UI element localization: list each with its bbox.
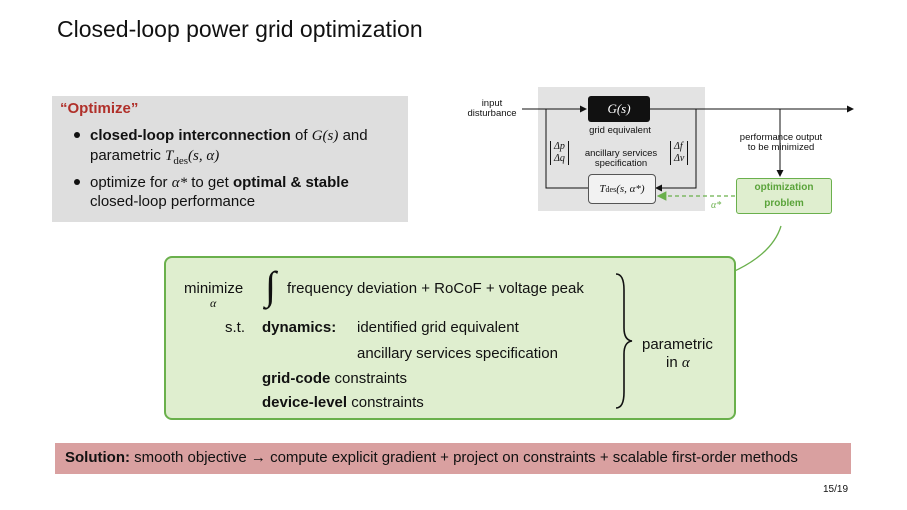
parametric-label: parametric: [642, 336, 713, 353]
bullet-2-pre: optimize for: [90, 174, 168, 191]
minimize-label: minimize: [184, 280, 244, 297]
bullet-2-line-2: closed-loop performance: [90, 193, 256, 210]
bullet-1-of: of: [295, 127, 308, 144]
feedback-right-wire: [655, 109, 697, 192]
bullet-1-math-g: G(s): [311, 128, 339, 144]
bullet-icon: [74, 179, 80, 185]
feedback-left-wire: [545, 109, 588, 189]
solution-bar: [55, 443, 851, 474]
objective-text: frequency deviation + RoCoF + voltage pe…: [287, 280, 584, 297]
bullet-1-line-1: closed-loop interconnection of G(s) and: [90, 126, 368, 146]
g-block: G(s): [588, 96, 650, 122]
input-disturbance-label: input disturbance: [467, 98, 517, 119]
optimize-block-title: “Optimize”: [60, 100, 139, 117]
bullet-icon: [74, 132, 80, 138]
dynamics-item-2: ancillary services specification: [357, 345, 558, 362]
bullet-2-math-alpha: α*: [171, 175, 188, 191]
bullet-2-bold: optimal & stable: [232, 174, 349, 191]
page-title: Closed-loop power grid optimization: [57, 16, 423, 42]
bullet-1-bold: closed-loop interconnection: [90, 127, 291, 144]
subject-to-label: s.t.: [225, 319, 246, 336]
dynamics-item-1: identified grid equivalent: [357, 319, 519, 336]
alpha-star-label: α*: [711, 200, 722, 211]
solution-text: Solution: smooth objective → compute exp…: [65, 449, 798, 467]
page-number: 15/19: [823, 484, 849, 495]
bullet-1-line-2: parametric Tdes(s, α): [90, 146, 219, 171]
right-brace: [615, 273, 633, 409]
ancillary-services-label: ancillary services specification: [584, 148, 658, 169]
optimization-problem-box: [164, 256, 736, 420]
solution-post: compute explicit gradient + project on c…: [270, 449, 798, 466]
optimization-problem-block: optimization problem: [736, 178, 832, 214]
parametric-in-alpha: in α: [666, 354, 690, 371]
minimize-subscript: α: [210, 296, 217, 310]
grid-equivalent-label: grid equivalent: [589, 125, 651, 136]
solution-label: Solution:: [65, 449, 130, 466]
integral-sign: ∫: [265, 263, 276, 308]
optimize-block: [52, 96, 408, 222]
performance-output-label: performance output to be minimized: [739, 132, 823, 153]
bullet-2-line-1: optimize for α* to get optimal & stable: [90, 173, 349, 193]
solution-arrow-icon: →: [250, 450, 266, 466]
dynamics-label: dynamics:: [262, 319, 337, 336]
bullet-2-mid: to get: [191, 174, 229, 191]
bullet-1-parametric: parametric: [90, 147, 161, 164]
solution-pre: smooth objective: [134, 449, 247, 466]
device-level-constraints: device-level constraints: [262, 394, 424, 411]
grid-code-constraints: grid-code constraints: [262, 370, 408, 387]
bullet-1-and: and: [342, 127, 368, 144]
bullet-1-math-tdes: Tdes(s, α): [165, 148, 220, 167]
